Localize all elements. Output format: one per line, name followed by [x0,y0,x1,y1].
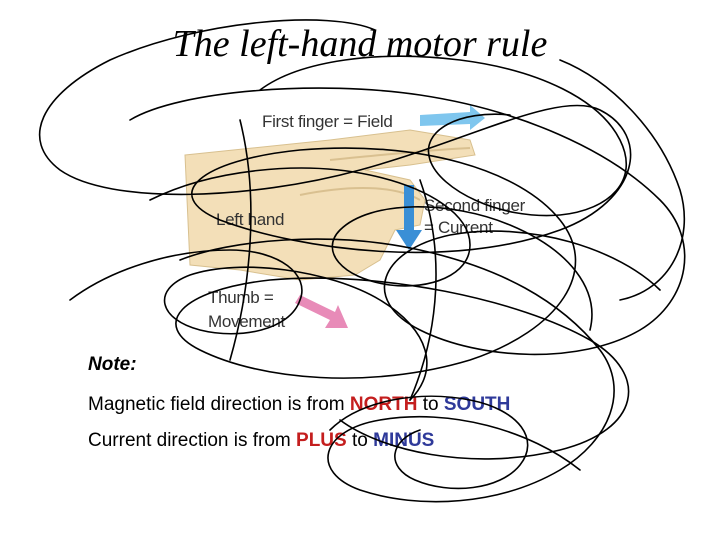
movement-label: Movement [208,312,285,331]
thumb-label: Thumb = [208,288,274,307]
first-finger-label: First finger = Field [262,112,393,131]
note-line-current: Current direction is from PLUS to MINUS [88,430,434,452]
keyword-south: SOUTH [443,394,511,415]
movement-arrow-icon [295,295,348,328]
scribble-stroke [559,59,685,301]
note-heading: Note: [88,354,137,375]
keyword-plus: PLUS [296,430,347,451]
current-label: = Current [424,218,493,237]
keyword-north: NORTH [349,394,418,415]
note-current-prefix: Current direction is from [88,430,291,451]
note-line-field: Magnetic field direction is from NORTH t… [88,394,510,416]
left-hand-label: Left hand [216,210,285,229]
slide-title: The left-hand motor rule [172,23,548,65]
left-hand-rule-figure: First finger = Field Left hand Second fi… [180,100,560,350]
note-current-mid: to [351,430,368,451]
note-field-mid: to [422,394,439,415]
field-arrow-icon [420,105,485,130]
keyword-minus: MINUS [373,430,435,451]
second-finger-label: Second finger [424,196,526,215]
note-field-prefix: Magnetic field direction is from [88,394,345,415]
